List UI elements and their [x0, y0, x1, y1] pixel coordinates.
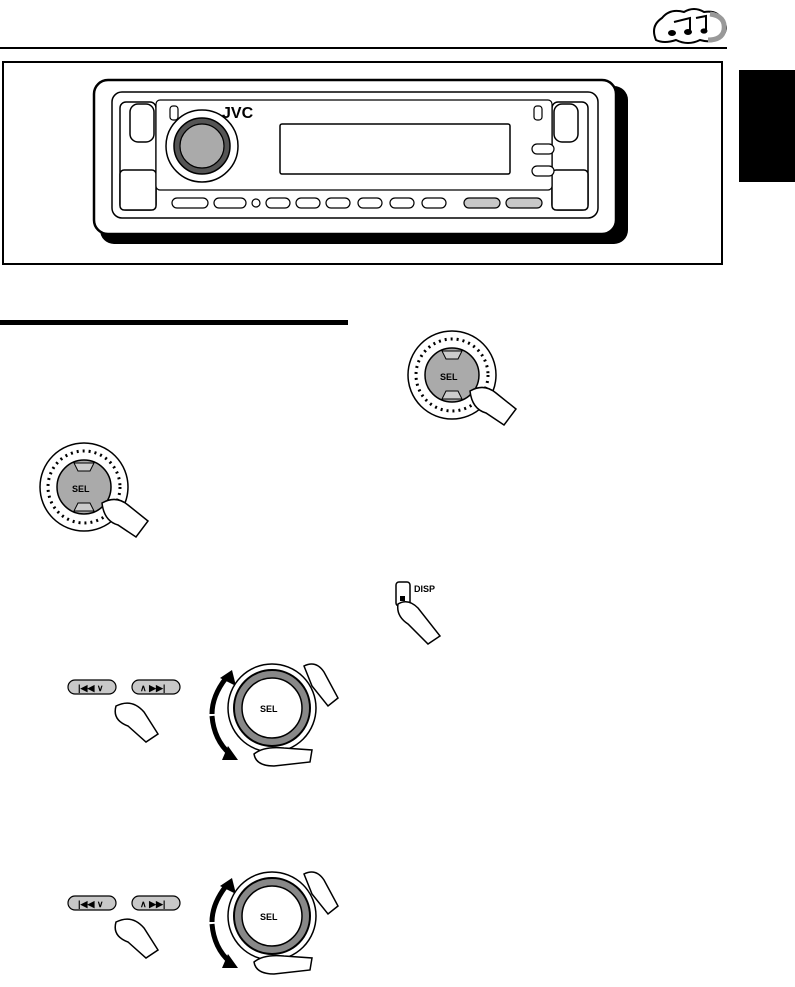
english-section-tab	[739, 70, 795, 182]
sel-label: SEL	[260, 704, 278, 714]
skip-buttons-illustration-2: |◀◀ ∨ ∧ ▶▶|	[66, 892, 186, 962]
finger-press-icon	[102, 499, 148, 537]
rotate-arrows-icon	[212, 886, 226, 922]
svg-text:∧ ▶▶|: ∧ ▶▶|	[140, 899, 165, 909]
sel-label: SEL	[440, 372, 458, 382]
section-rule	[0, 320, 348, 325]
svg-text:|◀◀ ∨: |◀◀ ∨	[78, 683, 103, 693]
sel-label: SEL	[72, 484, 90, 494]
svg-text:|◀◀ ∨: |◀◀ ∨	[78, 899, 103, 909]
header-rule	[0, 47, 727, 49]
finger-press-icon	[115, 703, 158, 742]
disp-label: DISP	[414, 584, 435, 594]
rotate-arrows-icon	[212, 678, 226, 714]
car-receiver-illustration: JVC	[90, 78, 630, 246]
svg-text:∧ ▶▶|: ∧ ▶▶|	[140, 683, 165, 693]
brand-logo: JVC	[222, 105, 254, 122]
finger-press-icon	[398, 602, 440, 644]
finger-press-icon	[470, 387, 516, 425]
sel-knob-press-illustration-left: SEL	[32, 437, 152, 547]
sel-knob-press-illustration-right: SEL	[400, 325, 520, 435]
sel-knob-rotate-illustration-2: SEL	[204, 858, 344, 986]
music-notes-icon	[648, 6, 730, 46]
finger-press-icon	[115, 919, 158, 958]
sel-label: SEL	[260, 912, 278, 922]
skip-buttons-illustration-1: |◀◀ ∨ ∧ ▶▶|	[66, 676, 186, 746]
disp-button-press-illustration: DISP	[392, 578, 482, 646]
sel-knob-rotate-illustration-1: SEL	[204, 650, 344, 778]
